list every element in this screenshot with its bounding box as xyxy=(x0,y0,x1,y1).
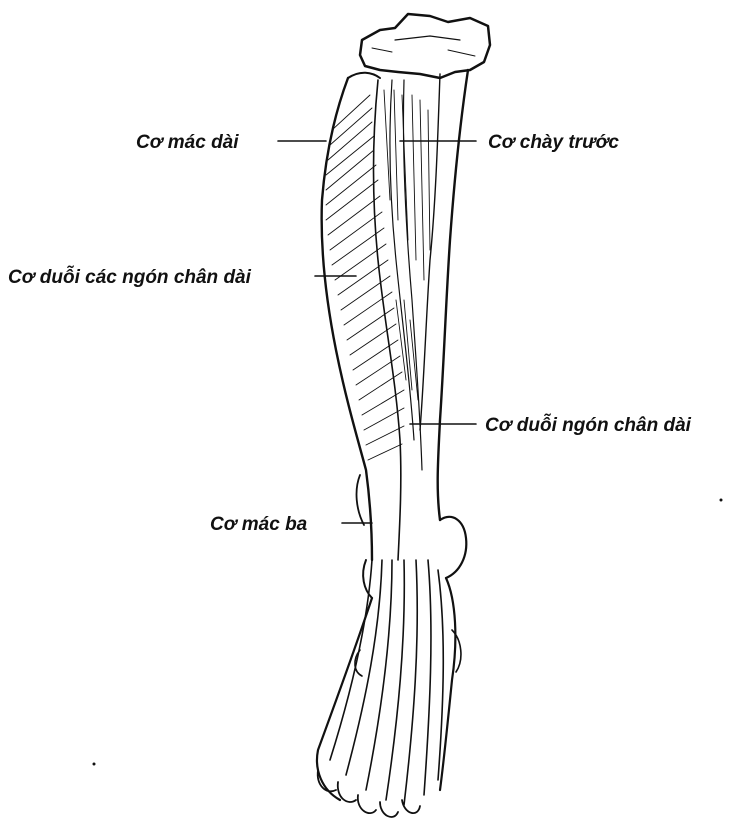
label-tibialis-anterior: Cơ chày trước xyxy=(488,133,619,152)
label-peroneus-tertius: Cơ mác ba xyxy=(210,515,307,534)
label-extensor-hallucis-longus: Cơ duỗi ngón chân dài xyxy=(485,416,691,435)
leg-outline-lateral xyxy=(322,78,372,560)
label-peroneus-longus: Cơ mác dài xyxy=(136,133,239,152)
medial-malleolus xyxy=(440,517,466,578)
tibia-head xyxy=(360,14,490,78)
tibia-shaft xyxy=(438,70,468,520)
label-extensor-digitorum-longus: Cơ duỗi các ngón chân dài xyxy=(8,268,251,287)
